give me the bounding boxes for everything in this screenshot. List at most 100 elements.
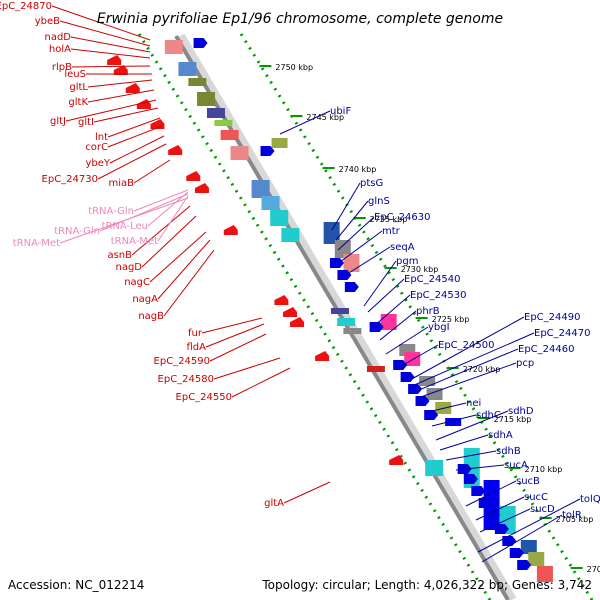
kbp-tick-label: 2735 kbp [370,215,408,224]
reverse-gene-arrow-12 [315,351,330,361]
reverse-strand-label: ybeB [35,16,60,27]
reverse-gene-block-12 [330,308,349,314]
reverse-strand-leader-line [231,367,291,398]
reverse-strand-leader-line [71,65,151,68]
rna-label: tRNA-Gln [54,226,100,237]
forward-gene-arrow-1 [260,146,275,156]
reverse-strand-label: asnB [107,250,132,261]
reverse-strand-leader-line [70,48,151,59]
forward-strand-leader-line [417,362,517,399]
reverse-strand-label: gltI [78,117,94,128]
forward-strand-label: tolQ [580,494,600,505]
kbp-tick-label: 2720 kbp [463,365,501,374]
forward-gene-arrow-4 [344,282,359,292]
reverse-strand-leader-line [65,99,157,122]
forward-gene-arrow-9 [415,396,430,406]
forward-strand-leader-line [397,344,439,369]
reverse-strand-leader-line [201,317,263,334]
reverse-strand-label: miaB [108,178,134,189]
forward-gene-block-4 [380,314,397,330]
reverse-strand-label: fldA [187,342,207,353]
reverse-gene-block-3 [197,92,216,106]
forward-gene-arrow-8 [408,384,423,394]
forward-strand-leader-line [431,414,477,427]
reverse-strand-leader-line [283,481,331,504]
forward-strand-leader-line [411,332,535,387]
reverse-strand-label: nagA [132,294,158,305]
reverse-gene-block-5 [214,120,233,126]
reverse-gene-arrow-6 [186,171,201,181]
forward-gene-block-16 [536,566,553,582]
reverse-strand-leader-line [51,5,151,41]
rna-leader-line [147,191,189,227]
rna-leader-line [59,197,189,244]
reverse-gene-block-16 [425,460,444,476]
rna-leader-line [133,189,189,212]
reverse-strand-leader-line [141,215,197,268]
reverse-gene-arrow-0 [107,55,122,65]
reverse-strand-label: gltA [264,498,284,509]
reverse-strand-leader-line [107,125,163,148]
reverse-gene-block-11 [281,228,300,242]
reverse-strand-label: EpC_24550 [176,392,232,403]
reverse-gene-block-0 [164,40,183,54]
forward-strand-leader-line [435,410,509,441]
forward-strand-label: pcp [516,358,534,369]
reverse-gene-block-15 [366,366,385,372]
forward-strand-label: EpC_24460 [518,344,574,355]
forward-strand-leader-line [479,508,531,533]
forward-gene-block-6 [404,352,421,366]
reverse-gene-block-4 [206,108,225,118]
reverse-gene-block-13 [337,318,356,326]
forward-strand-leader-line [337,216,375,251]
forward-strand-leader-line [379,310,417,341]
kbp-tick-label: 2750 kbp [275,63,313,72]
reverse-strand-label: lnt [95,132,108,143]
forward-strand-leader-line [363,260,397,307]
rna-label: tRNA-Met [111,236,158,247]
reverse-strand-leader-line [107,117,161,138]
reverse-gene-block-6 [220,130,239,140]
reverse-strand-label: nadD [44,32,71,43]
forward-strand-leader-line [455,464,505,471]
forward-strand-leader-line [279,110,331,135]
reverse-gene-block-14 [343,328,362,334]
reverse-strand-label: gltK [68,97,88,108]
forward-strand-label: seqA [390,242,415,253]
forward-strand-label: sdhB [496,446,521,457]
forward-strand-leader-line [439,434,489,451]
forward-gene-arrow-15 [486,510,501,520]
forward-gene-arrow-12 [463,474,478,484]
reverse-gene-arrow-5 [168,145,183,155]
reverse-strand-label: holA [49,44,71,55]
reverse-strand-label: corC [85,142,108,153]
forward-gene-block-15 [528,552,545,566]
forward-strand-leader-line [477,498,581,553]
reverse-strand-leader-line [163,249,215,317]
forward-gene-block-0 [271,138,288,148]
kbp-tick-label: 2745 kbp [306,113,344,122]
forward-strand-label: EpC_24500 [438,340,494,351]
forward-strand-label: nei [466,398,481,409]
forward-strand-leader-line [445,450,497,461]
reverse-gene-block-7 [230,146,249,160]
forward-gene-arrow-5 [369,322,384,332]
forward-strand-leader-line [465,480,517,507]
forward-strand-leader-line [335,200,369,241]
reverse-gene-arrow-1 [113,65,128,75]
reverse-strand-leader-line [157,239,211,300]
kbp-tick-label: 2715 kbp [494,415,532,424]
gene-labels: EpC_24870ybeBnadDholArlpBleuSgltLgltKglt… [0,1,600,521]
forward-gene-arrow-6 [393,360,408,370]
reverse-gene-arrow-7 [194,183,209,193]
kbp-tick-label: 2710 kbp [525,465,563,474]
forward-strand-label: mtr [382,226,401,237]
reverse-gene-arrow-13 [389,455,404,465]
reverse-strand-label: gltJ [50,116,66,127]
reverse-strand-leader-line [87,89,155,103]
kbp-tick-label: 2700 kbp [587,565,600,574]
forward-gene-block-14 [520,540,537,554]
forward-strand-label: EpC_24540 [404,274,460,285]
forward-strand-label: sdhD [508,406,534,417]
